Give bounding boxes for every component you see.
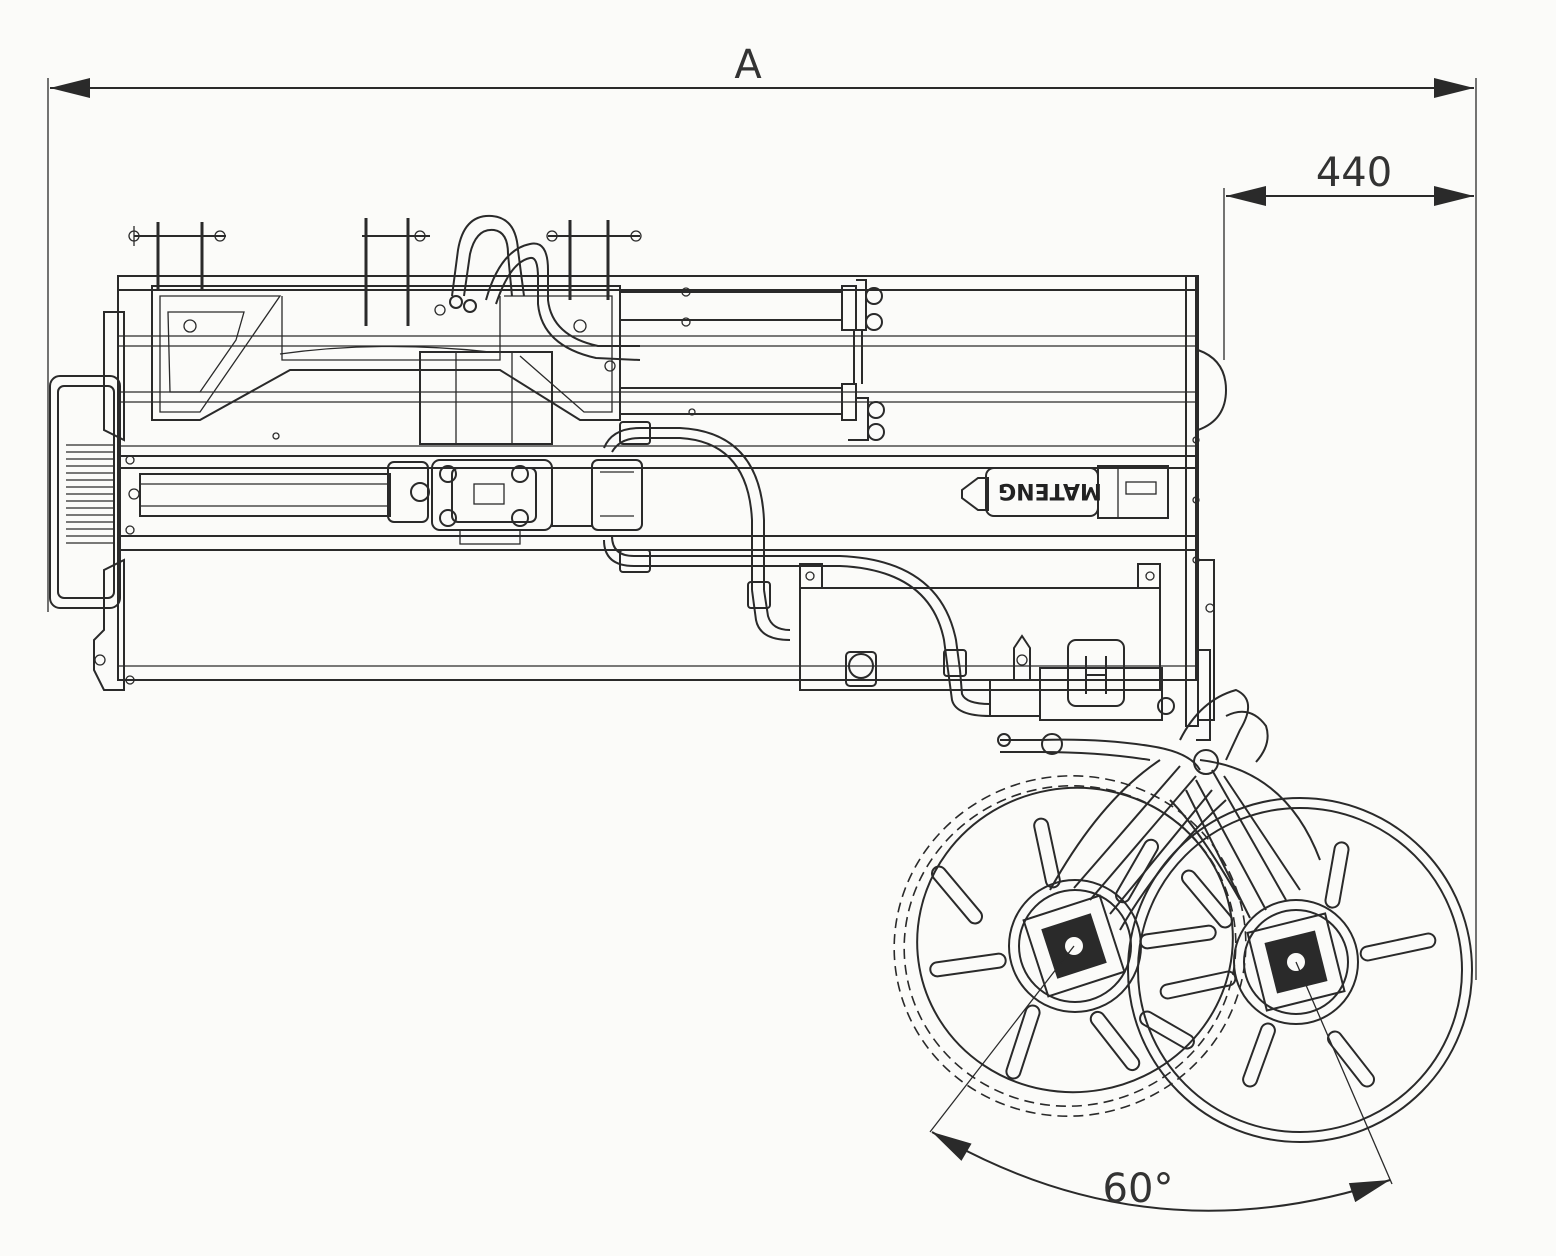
filter-brand-label: MATENG [998, 478, 1102, 503]
angle-60-label: 60° [1103, 1166, 1174, 1212]
main-frame [117, 275, 1228, 727]
control-valve [989, 634, 1175, 721]
hydraulic-cylinders [272, 279, 885, 441]
rotor-tube [128, 473, 391, 517]
dimension-440-label: 440 [1316, 150, 1392, 196]
wheel-alternate-position [893, 775, 1247, 1117]
dimension-60-degree: 60° [929, 945, 1393, 1212]
hitch-brackets [128, 218, 642, 326]
dimension-a-label: A [734, 42, 762, 88]
hydraulic-hoses [449, 214, 991, 717]
left-cover [49, 311, 135, 691]
oil-filter: MATENG [961, 465, 1169, 519]
headstock-frame [151, 285, 621, 445]
hydraulic-motor [387, 459, 643, 545]
dimension-a: A [47, 42, 1477, 980]
swing-arm [997, 649, 1321, 931]
dimension-440: 440 [1223, 150, 1474, 360]
oil-tank [799, 563, 1161, 691]
